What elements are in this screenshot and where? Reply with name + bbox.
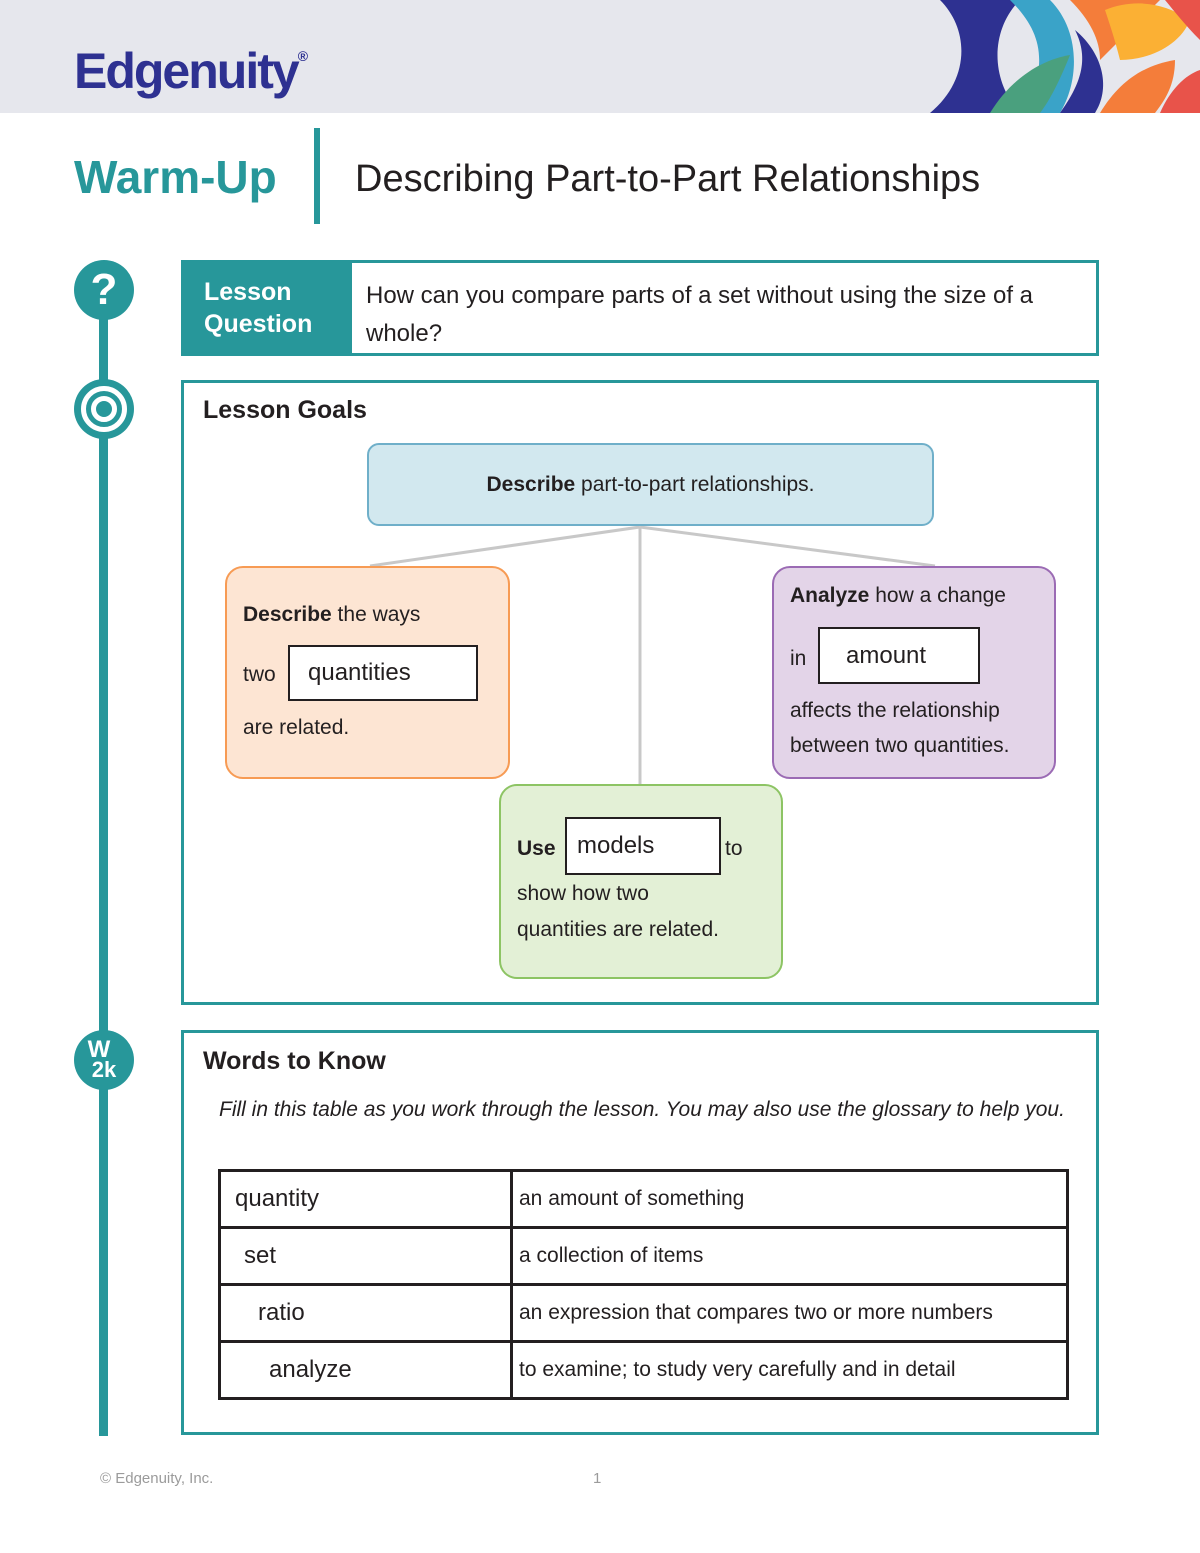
definition-cell[interactable]: to examine; to study very carefully and …: [510, 1340, 1069, 1400]
term-cell[interactable]: set: [218, 1226, 513, 1286]
lesson-question-label: Lesson Question: [184, 263, 352, 353]
footer-page-number: 1: [593, 1470, 602, 1487]
header-band: Edgenuity®: [0, 0, 1200, 113]
lesson-title: Describing Part-to-Part Relationships: [355, 158, 981, 200]
goal-bottom-line2: show how two: [517, 882, 649, 905]
goal-right-line4: between two quantities.: [790, 734, 1010, 757]
vocabulary-table: quantity an amount of something set a co…: [218, 1169, 1069, 1400]
words-to-know-title: Words to Know: [203, 1047, 386, 1075]
goal-card-use-models: [499, 784, 783, 979]
lesson-question-text: How can you compare parts of a set witho…: [366, 282, 1034, 347]
goal-right-line3: affects the relationship: [790, 699, 1000, 722]
title-divider: [314, 128, 320, 224]
goal-connector-lines: [369, 525, 936, 784]
goal-bottom-line3: quantities are related.: [517, 918, 719, 941]
fill-box-models[interactable]: models: [565, 817, 721, 875]
term-cell[interactable]: ratio: [218, 1283, 513, 1343]
question-icon: ?: [74, 260, 134, 320]
goal-bottom-suffix: to: [725, 837, 743, 860]
goal-right-line1: Analyze how a change: [790, 584, 1006, 607]
table-row: ratio an expression that compares two or…: [218, 1283, 1069, 1343]
goal-bottom-bold: Use: [517, 837, 556, 860]
goal-left-line3: are related.: [243, 716, 350, 739]
definition-cell[interactable]: an expression that compares two or more …: [510, 1283, 1069, 1343]
goal-left-line1: Describe the ways: [243, 603, 421, 626]
decorative-petals-graphic: [930, 0, 1200, 113]
goal-left-prefix: two: [243, 663, 276, 686]
words-to-know-icon: W 2k: [74, 1030, 134, 1090]
term-cell[interactable]: analyze: [218, 1340, 513, 1400]
fill-box-amount[interactable]: amount: [818, 627, 980, 684]
words-to-know-instructions: Fill in this table as you work through t…: [219, 1098, 1065, 1121]
definition-cell[interactable]: an amount of something: [510, 1169, 1069, 1229]
lesson-goals-title: Lesson Goals: [203, 396, 367, 424]
fill-box-quantities[interactable]: quantities: [288, 645, 478, 701]
section-title-warm-up: Warm-Up: [74, 151, 277, 203]
timeline-line: [99, 300, 108, 1436]
table-row: quantity an amount of something: [218, 1169, 1069, 1229]
definition-cell[interactable]: a collection of items: [510, 1226, 1069, 1286]
table-row: analyze to examine; to study very carefu…: [218, 1340, 1069, 1400]
term-cell[interactable]: quantity: [218, 1169, 513, 1229]
table-row: set a collection of items: [218, 1226, 1069, 1286]
main-goal-card: Describe part-to-part relationships.: [367, 443, 934, 526]
target-icon: [74, 379, 134, 439]
goal-right-prefix: in: [790, 647, 807, 670]
lesson-question-box: Lesson Question How can you compare part…: [181, 260, 1099, 356]
footer-copyright: © Edgenuity, Inc.: [100, 1470, 214, 1487]
edgenuity-logo: Edgenuity®: [74, 43, 309, 99]
